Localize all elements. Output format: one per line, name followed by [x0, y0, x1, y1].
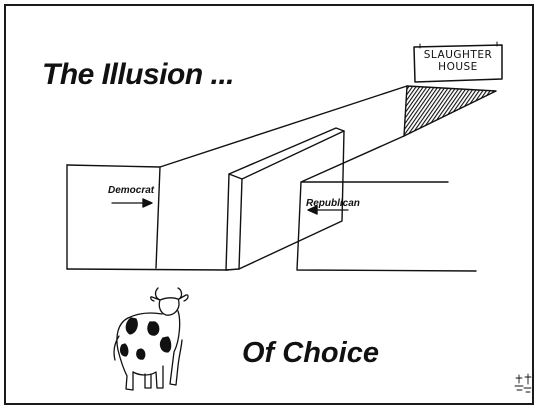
republican-label: Republican	[306, 198, 360, 209]
slaughterhouse-sign	[413, 44, 503, 83]
sign-line-2: HOUSE	[438, 61, 478, 73]
arrow-right-icon	[111, 198, 153, 208]
democrat-label: Democrat	[108, 185, 155, 196]
left-wall	[66, 85, 408, 271]
right-wall	[296, 135, 477, 272]
sign-text: SLAUGHTER HOUSE	[417, 49, 499, 73]
slaughterhouse-entrance	[403, 85, 497, 137]
signature-seal	[514, 373, 532, 393]
cartoon-title: The Illusion ...	[42, 58, 235, 91]
arrow-left-icon	[307, 205, 349, 215]
cartoon-subtitle: Of Choice	[242, 337, 379, 369]
middle-divider	[228, 127, 345, 180]
cartoon-frame	[4, 4, 534, 405]
cow-icon	[113, 287, 189, 391]
sign-line-1: SLAUGHTER	[423, 49, 493, 61]
